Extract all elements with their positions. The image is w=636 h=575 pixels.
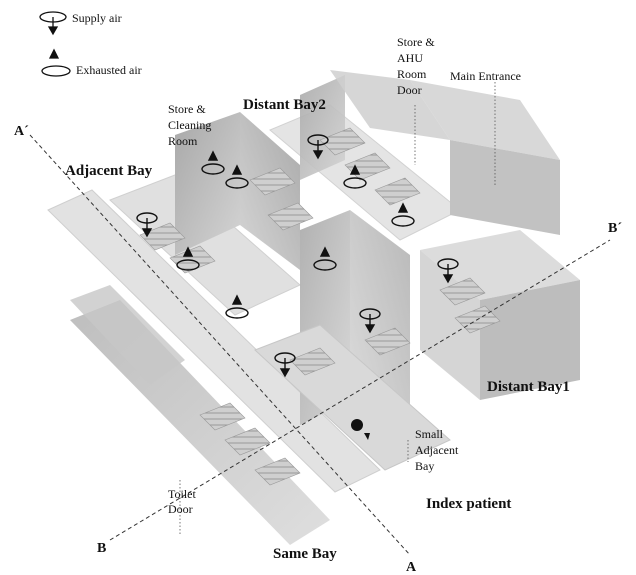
- toilet-block: [70, 285, 185, 385]
- bed: [364, 327, 411, 356]
- adjacent-bay-label: Adjacent Bay: [65, 163, 153, 179]
- exhaust-air-legend-label: Exhausted air: [76, 63, 142, 77]
- building-structure: [47, 70, 580, 545]
- bed: [199, 402, 246, 431]
- bed: [249, 167, 296, 196]
- exhaust-air-vent: [201, 150, 225, 175]
- bed: [224, 427, 271, 456]
- exhaust-air-vent: [176, 246, 200, 271]
- toilet-door-label: Toilet Door: [168, 487, 199, 516]
- exhaust-air-vent: [225, 164, 249, 189]
- store-ahu-label: Store & AHU Room Door: [397, 35, 438, 97]
- distant-bay1-front: [480, 280, 580, 400]
- bed: [439, 277, 486, 306]
- main-entrance-label: Main Entrance: [450, 69, 521, 83]
- section-mark-b: B: [97, 541, 106, 556]
- section-line-a: [29, 134, 411, 556]
- distant-bay1-label: Distant Bay1: [487, 379, 570, 395]
- index-patient-label: Index patient: [426, 496, 511, 512]
- bed: [254, 457, 301, 486]
- text-labels: Store & AHU Room Door Main Entrance Stor…: [65, 35, 570, 562]
- air-vents: [136, 134, 459, 378]
- bed: [139, 222, 186, 251]
- section-mark-b-prime: B´: [608, 221, 622, 236]
- supply-air-vent: [136, 212, 158, 238]
- supply-air-legend-icon: [39, 11, 67, 36]
- section-markers: A´ B´ A B: [14, 124, 622, 575]
- bed: [267, 202, 314, 231]
- leader-lines: [179, 82, 496, 535]
- index-patient-marker: [351, 419, 370, 440]
- exhaust-air-vent: [343, 164, 367, 189]
- exhaust-air-legend-icon: [41, 48, 71, 77]
- left-corridor-floor: [47, 189, 381, 493]
- bed: [374, 177, 421, 206]
- distant-bay2-label: Distant Bay2: [243, 97, 326, 113]
- section-line-b: [109, 239, 611, 541]
- store-ahu-block: [330, 70, 450, 140]
- exhaust-air-vent: [225, 294, 249, 319]
- exhaust-air-vent: [391, 202, 415, 227]
- store-cleaning-label: Store & Cleaning Room: [168, 102, 214, 148]
- exhaust-air-vent: [313, 246, 337, 271]
- main-entrance-block: [410, 80, 560, 160]
- supply-air-vent: [307, 134, 329, 160]
- section-mark-a: A: [406, 560, 417, 575]
- section-lines: [29, 134, 611, 556]
- supply-air-vent: [437, 258, 459, 284]
- supply-air-legend-label: Supply air: [72, 11, 122, 25]
- store-cleaning-wall: [175, 112, 240, 255]
- bed: [319, 127, 366, 156]
- section-mark-a-prime: A´: [14, 124, 29, 139]
- supply-air-vent: [274, 352, 296, 378]
- supply-air-vent: [359, 308, 381, 334]
- same-bay-label: Same Bay: [273, 546, 337, 562]
- legend: Supply air Exhausted air: [39, 11, 142, 77]
- small-adjacent-bay-label: Small Adjacent Bay: [415, 427, 461, 473]
- main-entrance-front: [450, 140, 560, 235]
- bed: [289, 347, 336, 376]
